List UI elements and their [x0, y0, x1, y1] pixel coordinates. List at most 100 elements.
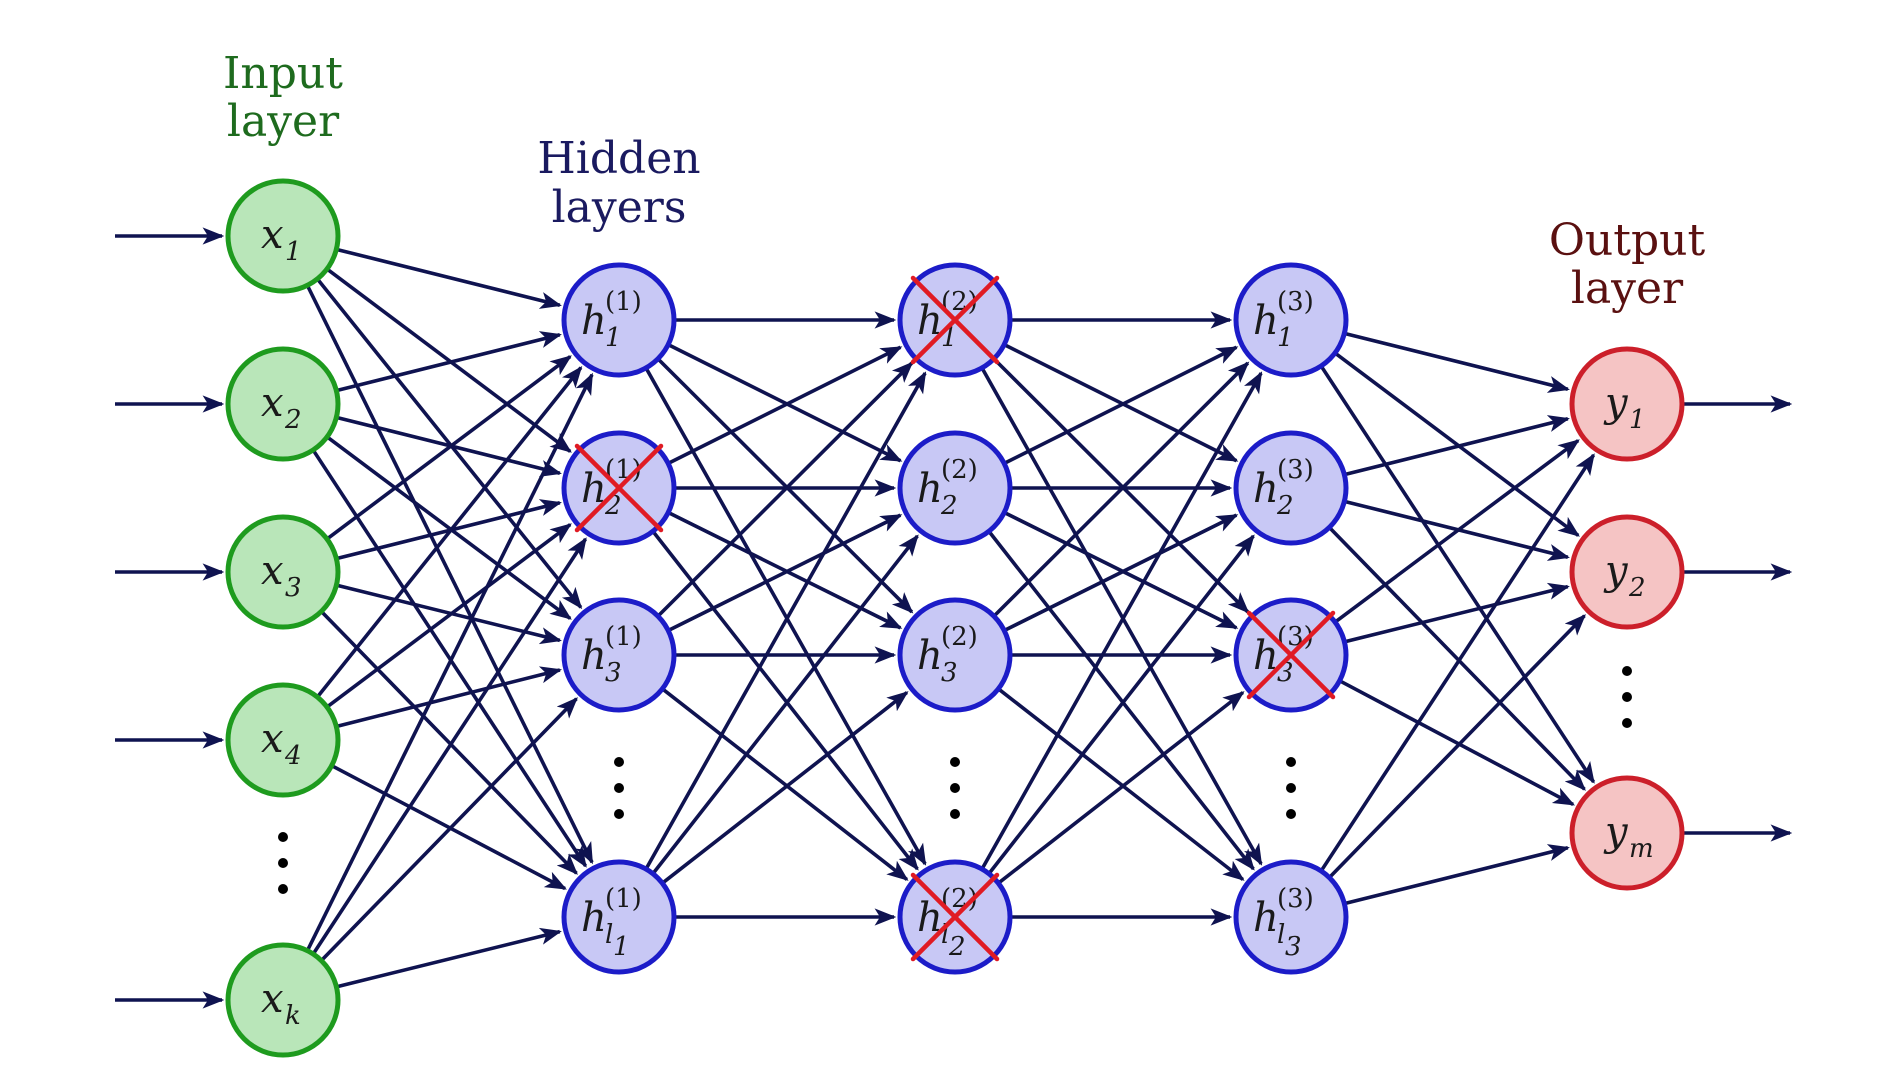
- node-circle: [561, 859, 677, 975]
- node-circle: [225, 514, 341, 630]
- node-hidden1-2: h3(1): [561, 597, 677, 713]
- connections: [115, 227, 1793, 1009]
- edge-hidden1-4-to-hidden2-2: [662, 691, 909, 884]
- node-hidden2-0: h1(2): [897, 262, 1013, 378]
- node-subscript: 2: [284, 405, 302, 435]
- edge-hidden3-0-to-output-0: [1345, 332, 1570, 393]
- hidden-layers-title-line1: Hidden: [537, 133, 700, 184]
- node-subscript: l: [1277, 920, 1285, 950]
- node-symbol: h: [917, 633, 943, 679]
- input-layer-title-line1: Input: [223, 48, 343, 99]
- output-layer-title-line2: layer: [1571, 263, 1684, 314]
- edge-input-0-to-hidden1-4: [306, 286, 594, 865]
- edge-hidden1-1-to-hidden2-4: [652, 531, 919, 871]
- node-superscript: (3): [1277, 884, 1314, 914]
- edge-input-3-to-hidden1-1: [327, 523, 572, 708]
- ellipsis-dot-hidden1-1: [614, 783, 624, 793]
- edge-hidden3-4-to-output-1: [1329, 614, 1586, 878]
- node-hidden3-0: h1 (3): [1233, 262, 1349, 378]
- edge-hidden3-2-to-output-3: [1340, 680, 1576, 807]
- ellipsis-dot-input-2: [278, 884, 288, 894]
- node-circle: [1233, 859, 1349, 975]
- node-hidden2-2: h3 (2): [897, 597, 1013, 713]
- edge-input-5-to-hidden1-0: [306, 372, 594, 950]
- node-subscript: 2: [940, 491, 958, 521]
- node-superscript: (1): [605, 622, 642, 652]
- node-circle: [897, 430, 1013, 546]
- ellipsis-dot-output-1: [1622, 692, 1632, 702]
- node-superscript: (2): [941, 622, 978, 652]
- edge-input-3-to-hidden1-0: [317, 365, 583, 697]
- node-symbol: y: [1603, 809, 1629, 855]
- node-symbol: y: [1603, 548, 1629, 594]
- node-superscript: (1): [605, 287, 642, 317]
- node-circle: [561, 597, 677, 713]
- edge-hidden1-2-to-hidden2-1: [669, 513, 903, 632]
- edge-hidden3-0-to-output-3: [1320, 366, 1596, 784]
- node-symbol: h: [581, 895, 607, 941]
- edge-hidden2-2-to-hidden3-4: [998, 688, 1245, 881]
- edge-hidden1-4-to-hidden2-1: [652, 534, 919, 874]
- edge-hidden2-4-to-hidden3-0: [981, 371, 1263, 869]
- node-sub-subscript: 3: [1285, 932, 1302, 962]
- node-superscript: (3): [1277, 287, 1314, 317]
- edge-input-1-to-hidden1-2: [327, 436, 572, 620]
- input-layer-title-line2: layer: [227, 96, 340, 147]
- edge-hidden2-4-to-hidden3-2: [998, 691, 1245, 884]
- ellipsis-dot-output-2: [1622, 718, 1632, 728]
- node-superscript: (1): [605, 884, 642, 914]
- edge-input-5-to-hidden1-4: [337, 927, 562, 989]
- edge-hidden3-2-to-output-0: [1335, 439, 1580, 623]
- node-symbol: x: [261, 380, 284, 426]
- dropout-cross-icon: [574, 443, 664, 533]
- node-subscript: l: [605, 920, 613, 950]
- edge-hidden3-1-to-output-3: [1329, 527, 1586, 791]
- edge-hidden3-1-to-output-0: [1345, 415, 1570, 476]
- node-subscript: 3: [941, 658, 958, 688]
- dropout-cross-icon: [1246, 610, 1336, 700]
- node-circle: [1233, 430, 1349, 546]
- edge-hidden2-4-to-hidden3-1: [988, 534, 1255, 874]
- edge-input-5-to-hidden1-2: [321, 697, 578, 961]
- node-circle: [561, 262, 677, 378]
- edge-hidden1-1-to-hidden2-0: [669, 345, 903, 465]
- node-subscript: 1: [605, 323, 622, 353]
- edge-hidden2-2-to-hidden3-0: [994, 361, 1250, 617]
- node-subscript: 2: [1276, 491, 1294, 521]
- ellipsis-dot-hidden2-0: [950, 757, 960, 767]
- node-circle: [897, 597, 1013, 713]
- node-sub-subscript: 2: [948, 932, 966, 962]
- ellipsis-dot-hidden1-0: [614, 757, 624, 767]
- node-symbol: y: [1603, 380, 1629, 426]
- edge-hidden2-0-to-hidden3-2: [994, 358, 1250, 614]
- node-subscript: 3: [605, 658, 622, 688]
- ellipsis-dot-output-0: [1622, 666, 1632, 676]
- node-circle: [1233, 262, 1349, 378]
- dropout-cross-icon: [910, 872, 1000, 962]
- node-symbol: x: [261, 548, 284, 594]
- edge-input-5-to-hidden1-1: [312, 537, 588, 954]
- node-hidden3-2: h3(3): [1233, 597, 1349, 713]
- edge-input-2-to-hidden1-0: [327, 355, 572, 540]
- output-layer-title-line1: Output: [1549, 215, 1706, 266]
- node-subscript: 2: [1628, 573, 1646, 603]
- node-circle: [225, 346, 341, 462]
- node-symbol: h: [1253, 298, 1279, 344]
- node-hidden3-1: h2(3): [1233, 430, 1349, 546]
- node-symbol: h: [581, 298, 607, 344]
- edge-input-0-to-hidden1-0: [337, 248, 562, 309]
- node-symbol: x: [261, 976, 284, 1022]
- node-subscript: 4: [284, 741, 302, 771]
- node-circle: [225, 942, 341, 1058]
- node-circle: [1569, 514, 1685, 630]
- edge-hidden2-1-to-hidden3-4: [988, 531, 1255, 871]
- node-symbol: x: [261, 716, 284, 762]
- node-subscript: 1: [1277, 323, 1294, 353]
